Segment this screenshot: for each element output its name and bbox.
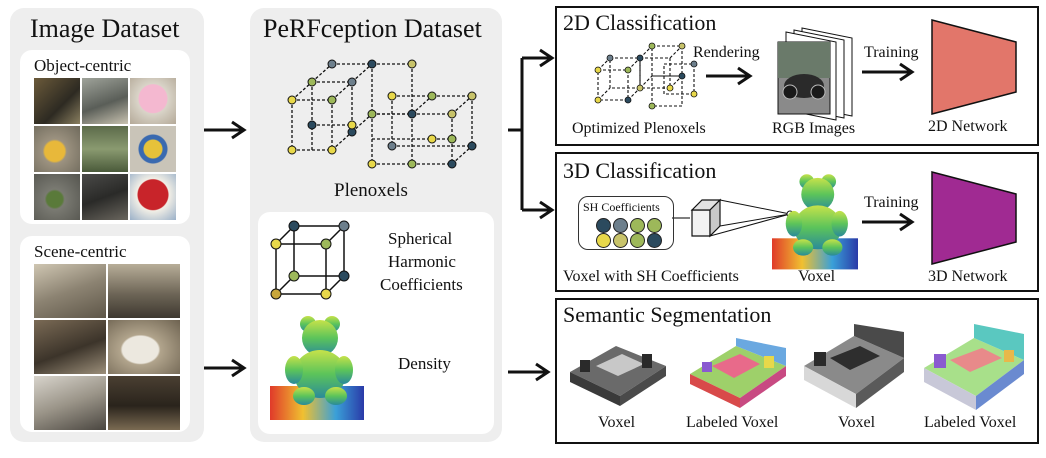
sh-coefficients-label: SH Coefficients xyxy=(583,200,660,214)
sh-coefficient-dot xyxy=(647,233,662,248)
plenoxels-grid-illustration xyxy=(287,59,477,169)
classification-2d-title: 2D Classification xyxy=(563,10,717,35)
scene-centric-label: Scene-centric xyxy=(34,242,127,261)
sh-coefficient-dot xyxy=(613,233,628,248)
object-image-tile xyxy=(130,174,176,220)
network-3d-label: 3D Network xyxy=(928,268,1008,285)
sh-coefficient-dot xyxy=(596,218,611,233)
object-image-tile xyxy=(34,78,80,124)
voxel-teddy-3d-illustration xyxy=(772,174,858,270)
object-image-tile xyxy=(34,174,80,220)
branch-arrow-perfception-to-classification xyxy=(508,48,555,220)
training-label-2d: Training xyxy=(864,44,919,61)
segmentation-label-labeled-voxel-1: Labeled Voxel xyxy=(686,414,779,431)
scene-image-tile xyxy=(108,264,180,318)
object-image-tile xyxy=(130,78,176,124)
rgb-images-label: RGB Images xyxy=(772,120,856,137)
scene-image-tile xyxy=(34,376,106,430)
single-voxel-cube-illustration xyxy=(270,220,350,300)
image-dataset-title: Image Dataset xyxy=(30,14,180,43)
sh-label-line3: Coefficients xyxy=(380,275,463,294)
scene-image-tile xyxy=(34,320,106,374)
density-label: Density xyxy=(398,354,451,373)
object-image-tile xyxy=(82,126,128,172)
segmentation-label-voxel-2: Voxel xyxy=(838,414,876,431)
arrow-scene-to-perfception xyxy=(204,358,247,378)
voxel-label-3d: Voxel xyxy=(798,268,836,285)
plenoxels-label: Plenoxels xyxy=(334,180,408,201)
arrow-training-2d xyxy=(862,62,915,82)
sh-coefficient-dot xyxy=(596,233,611,248)
segmentation-labeled-room-1 xyxy=(690,338,786,408)
scene-image-tile xyxy=(108,320,180,374)
object-image-tile xyxy=(130,126,176,172)
segmentation-voxel-room-1 xyxy=(570,346,666,406)
network-2d-trapezoid xyxy=(931,19,1017,115)
sh-coefficient-dot xyxy=(630,233,645,248)
sh-coefficient-dot xyxy=(630,218,645,233)
arrow-training-3d xyxy=(862,212,915,232)
sh-coefficient-dot xyxy=(613,218,628,233)
voxel-sh-label: Voxel with SH Coefficients xyxy=(563,268,739,285)
object-image-tile xyxy=(34,126,80,172)
object-image-tile xyxy=(82,174,128,220)
segmentation-label-voxel-1: Voxel xyxy=(598,414,636,431)
optimized-plenoxels-illustration xyxy=(594,42,698,110)
segmentation-labeled-room-2 xyxy=(924,324,1024,410)
object-image-tile xyxy=(82,78,128,124)
network-3d-trapezoid xyxy=(931,171,1017,265)
classification-3d-title: 3D Classification xyxy=(563,158,717,183)
segmentation-label-labeled-voxel-2: Labeled Voxel xyxy=(924,414,1017,431)
sh-label-line1: Spherical xyxy=(388,229,453,248)
arrow-perfception-to-segmentation xyxy=(508,362,551,382)
optimized-plenoxels-label: Optimized Plenoxels xyxy=(572,120,706,137)
segmentation-title: Semantic Segmentation xyxy=(563,302,772,327)
scene-image-tile xyxy=(34,264,106,318)
scene-image-tile xyxy=(108,376,180,430)
sh-coefficient-dot xyxy=(647,218,662,233)
segmentation-voxel-room-2 xyxy=(804,324,904,408)
network-2d-label: 2D Network xyxy=(928,118,1008,135)
arrow-object-to-plenoxels xyxy=(204,120,247,140)
object-centric-label: Object-centric xyxy=(34,56,132,75)
sh-label-line2: Harmonic xyxy=(388,252,456,271)
training-label-3d: Training xyxy=(864,194,919,211)
arrow-rendering xyxy=(706,66,753,86)
voxel-cube-with-sh-illustration xyxy=(672,198,794,238)
perfception-title: PeRFception Dataset xyxy=(263,14,482,43)
rendering-label: Rendering xyxy=(693,44,760,61)
density-teddy-illustration xyxy=(270,316,364,420)
rgb-images-stack xyxy=(777,27,853,121)
